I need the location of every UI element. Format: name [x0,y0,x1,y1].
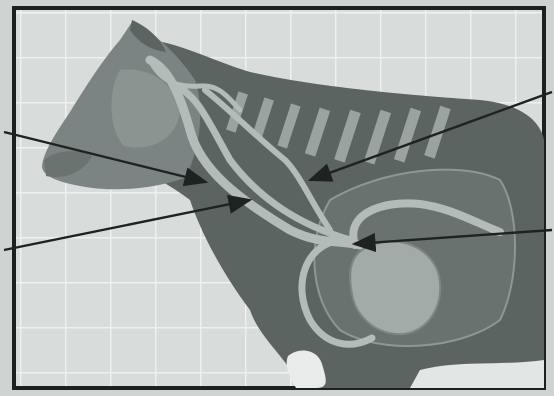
anatomy-figure [0,0,554,396]
diagram-canvas [0,0,554,396]
